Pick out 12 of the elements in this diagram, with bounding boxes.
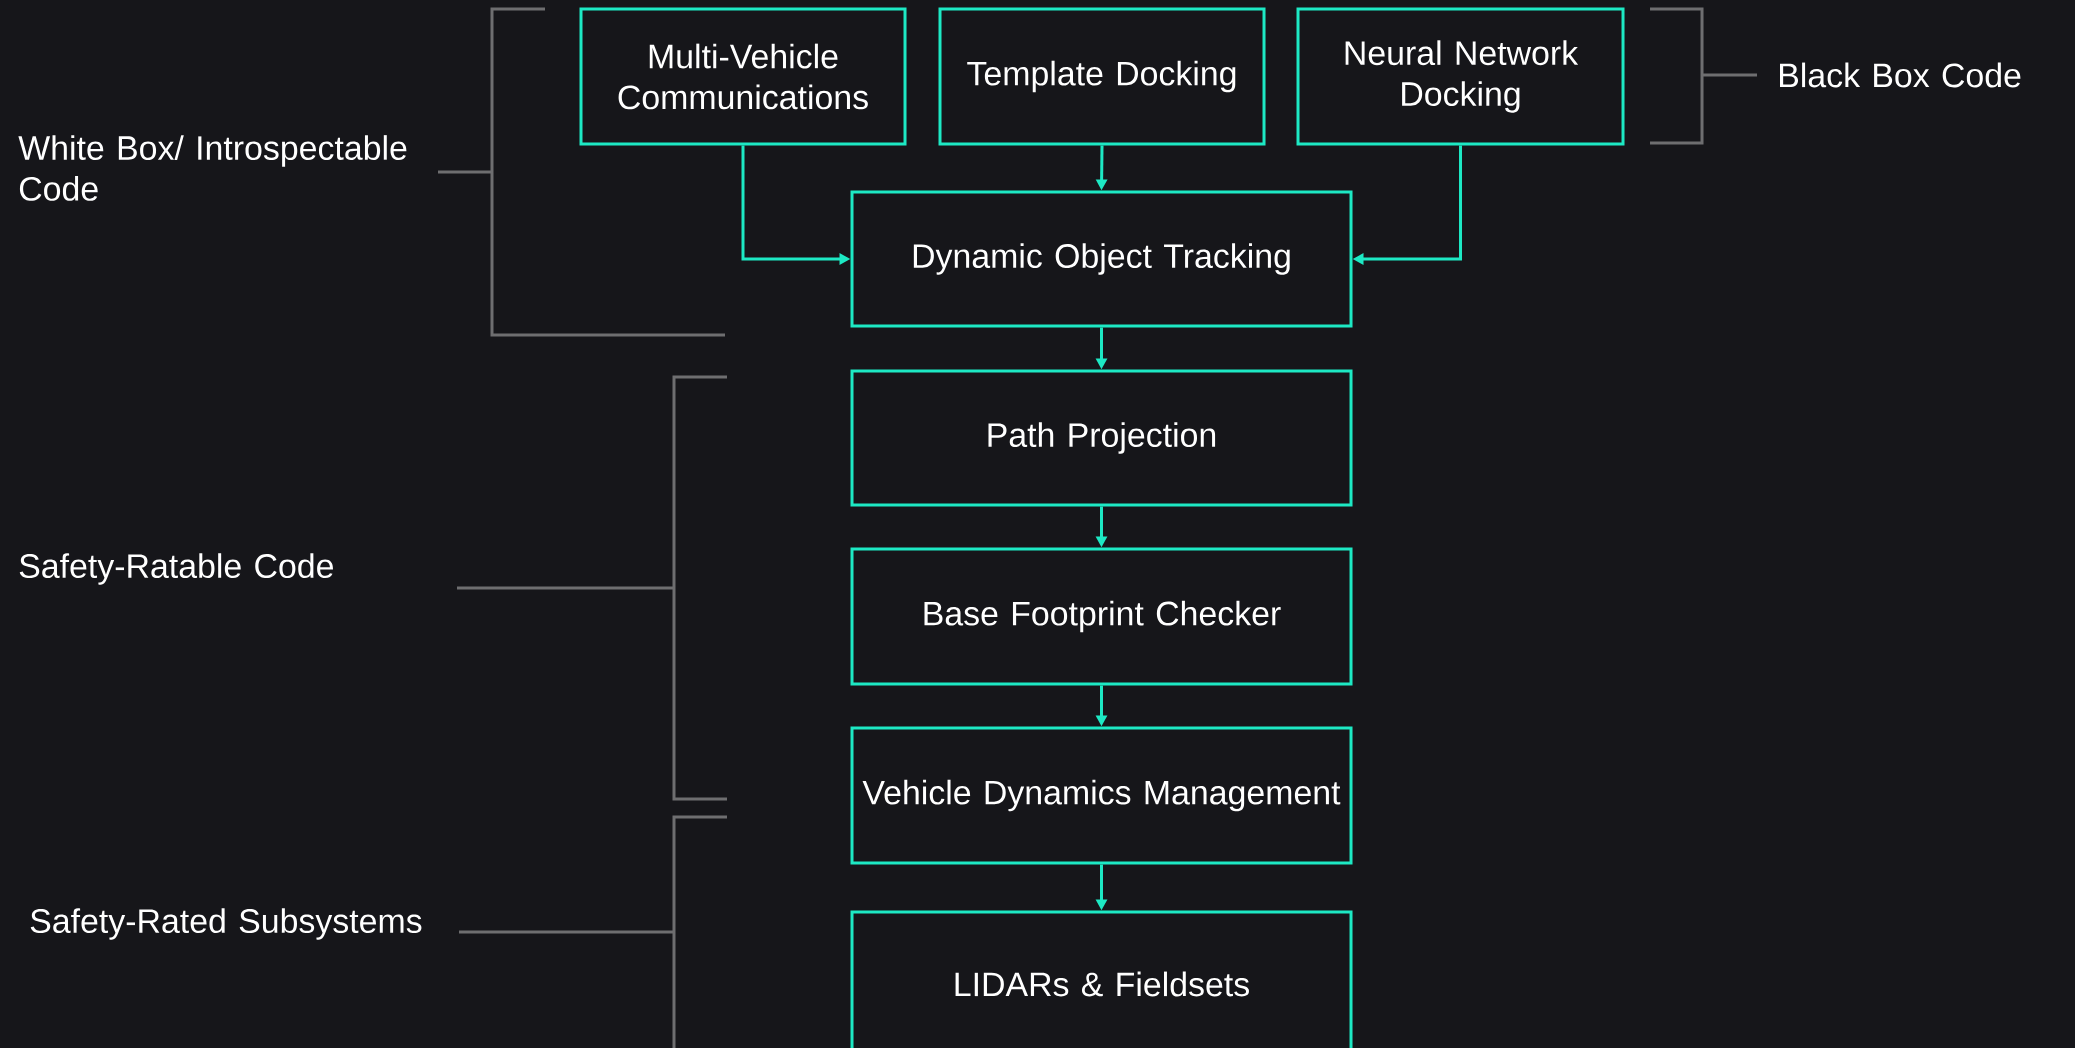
process-box: Multi-Vehicle Communications: [579, 7, 907, 146]
process-box: Base Footprint Checker: [850, 547, 1353, 686]
bracket-label: White Box/ Introspectable Code: [18, 135, 407, 201]
process-box: Dynamic Object Tracking: [850, 190, 1353, 328]
process-box: Vehicle Dynamics Management: [850, 726, 1353, 865]
bracket-label: Safety-Rated Subsystems: [30, 908, 422, 940]
process-box: Neural Network Docking: [1296, 7, 1625, 146]
bracket-label: Safety-Ratable Code: [19, 553, 333, 585]
process-box: LIDARs & Fieldsets: [850, 910, 1353, 1048]
process-box: Path Projection: [850, 369, 1353, 507]
process-box: Template Docking: [938, 7, 1266, 146]
bracket-label: Black Box Code: [1780, 62, 2021, 88]
